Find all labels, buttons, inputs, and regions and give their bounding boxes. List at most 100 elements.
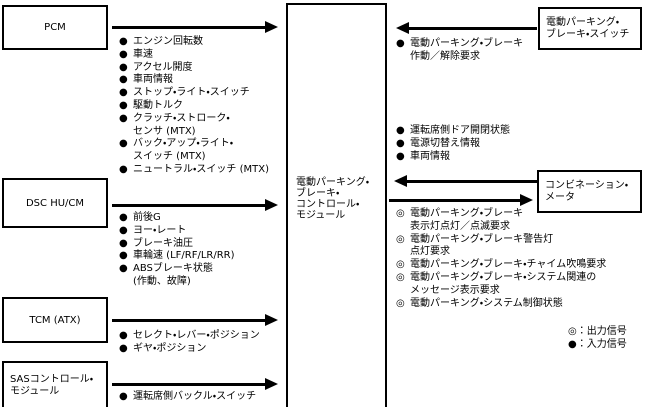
signal-item: ● 駆動トルク <box>119 100 269 113</box>
signal-legend: ◎：出力信号 ●：入力信号 <box>568 325 627 351</box>
signal-item: ●エンジン回転数 <box>119 36 269 49</box>
output-signal-bullet <box>396 221 410 234</box>
signal-item: ●運転席側バックル・スイッチ <box>119 391 256 404</box>
epb-control-module-label-line: ブレーキ・ <box>296 188 340 199</box>
signal-item: スイッチ (MTX) <box>119 151 269 164</box>
arrow-shaft <box>407 27 537 30</box>
signal-item: ◎ 電動パーキング・ブレーキ・チャイム吹鳴要求 <box>396 259 606 272</box>
signal-item: ● クラッチ・ストローク・ <box>119 113 269 126</box>
signal-text: 車両情報 <box>133 74 173 86</box>
signal-text: 車速 <box>133 48 153 60</box>
input-signal-bullet: ● <box>396 137 405 149</box>
signal-text: ニュートラル・スイッチ (MTX) <box>133 163 269 175</box>
arrow-pcm-to-epb-module <box>112 21 278 33</box>
input-signal-bullet: ● <box>119 212 128 223</box>
signal-text: 運転席側ドア開閉状態 <box>410 125 510 136</box>
signal-item: ●車速 <box>119 49 269 62</box>
signal-item: ●ストップ・ライト・スイッチ <box>119 87 269 100</box>
signal-text: 電動パーキング・ブレーキ・システム関連の <box>410 271 597 283</box>
arrow-epb-switch-to-epb-module <box>396 22 537 34</box>
input-signal-bullet: ● <box>119 112 128 124</box>
input-signal-bullet: ● <box>119 391 128 402</box>
input-signal-bullet: ● <box>119 342 128 354</box>
epb-switch-signal-list: ●電動パーキング・ブレーキ 作動／解除要求 <box>396 38 523 64</box>
combination-meter-label-line: メータ <box>545 191 575 203</box>
arrow-shaft <box>112 319 267 322</box>
signal-text: バック・アップ・ライト・ <box>133 138 234 150</box>
tcm-atx-label: TCM (ATX) <box>29 314 81 326</box>
epb-module-output-signal-list: ◎電動パーキング・ブレーキ 表示灯点灯／点滅要求 ◎ 電動パーキング・ブレーキ警告… <box>396 208 606 310</box>
combination-meter-input-signal-list: ● 運転席側ドア開閉状態 ● 電源切替え情報 ● 車両情報 <box>396 125 510 163</box>
signal-text: 駆動トルク <box>133 99 183 111</box>
dsc-hu-cm-box: DSC HU/CM <box>2 178 108 228</box>
output-signal-bullet: ◎ <box>396 208 405 219</box>
sas-control-module-label-line: モジュール <box>10 386 60 397</box>
output-signal-bullet: ◎ <box>396 297 405 309</box>
signal-text: (作動、故障) <box>133 275 191 287</box>
input-signal-bullet: ● <box>396 150 405 162</box>
epb-switch-box: 電動パーキング・ブレーキ・スイッチ <box>538 7 642 50</box>
tcm-input-signal-list: ●セレクト・レバー・ポジション ●ギヤ・ポジション <box>119 330 260 356</box>
arrow-shaft <box>405 180 537 183</box>
signal-text: 表示灯点灯／点滅要求 <box>410 220 510 232</box>
signal-item: ● 車両情報 <box>396 151 510 164</box>
arrow-dsc-to-epb-module <box>112 199 278 211</box>
signal-item: 点灯要求 <box>396 246 606 259</box>
signal-item: ● ヨー・レート <box>119 225 235 238</box>
pcm-label: PCM <box>44 22 66 33</box>
output-signal-bullet <box>396 246 410 259</box>
arrow-shaft <box>389 199 522 202</box>
signal-text: 車輪速 (LF/RF/LR/RR) <box>133 250 235 262</box>
signal-text: ギヤ・ポジション <box>133 342 207 354</box>
signal-item: ◎ 電動パーキング・ブレーキ警告灯 <box>396 234 606 247</box>
signal-text: ヨー・レート <box>133 224 187 236</box>
output-signal-bullet: ◎ <box>396 259 405 271</box>
signal-item: ●バック・アップ・ライト・ <box>119 138 269 151</box>
signal-text: 電源切替え情報 <box>410 137 480 149</box>
signal-text: 車両情報 <box>410 150 450 162</box>
input-signal-bullet: ● <box>119 224 128 236</box>
arrow-epb-module-to-combination-meter <box>389 194 533 206</box>
signal-text: 電動パーキング・ブレーキ・チャイム吹鳴要求 <box>410 259 607 271</box>
input-signal-bullet: ● <box>119 163 128 175</box>
input-signal-bullet <box>119 126 133 139</box>
epb-control-module-label: 電動パーキング・ブレーキ・コントロール・モジュール <box>296 177 369 221</box>
signal-item: ◎電動パーキング・システム制御状態 <box>396 298 606 311</box>
input-signal-bullet: ● <box>119 99 128 111</box>
signal-text: 点灯要求 <box>410 246 450 258</box>
signal-text: クラッチ・ストローク・ <box>133 112 230 124</box>
signal-text: ABSブレーキ状態 <box>133 263 213 275</box>
input-signal-bullet: ● <box>119 87 128 99</box>
output-signal-bullet: ◎ <box>396 271 405 283</box>
epb-switch-label-line: ブレーキ・スイッチ <box>546 28 630 40</box>
signal-text: 前後G <box>133 212 161 223</box>
signal-item: ●ABSブレーキ状態 <box>119 263 235 276</box>
signal-item: 作動／解除要求 <box>396 51 523 64</box>
signal-text: アクセル開度 <box>133 61 193 73</box>
signal-item: 表示灯点灯／点滅要求 <box>396 221 606 234</box>
dsc-input-signal-list: ●前後G ●ヨー・レート ●ブレーキ油圧 ●車輪速 (LF/RF/LR/RR) … <box>119 212 235 289</box>
combination-meter-label-line: コンビネーション・ <box>545 179 629 191</box>
signal-item: ◎電動パーキング・ブレーキ <box>396 208 606 221</box>
input-signal-bullet <box>119 276 133 289</box>
input-signal-bullet: ● <box>396 125 405 136</box>
legend-text: ：出力信号 <box>576 326 627 337</box>
arrow-sas-to-epb-module <box>112 378 278 390</box>
signal-item: ● 電源切替え情報 <box>396 138 510 151</box>
pcm-input-signal-list: ●エンジン回転数 ●車速 ●アクセル開度 ●車両情報 ●ストップ・ライト・スイッ… <box>119 36 269 177</box>
arrow-tcm-to-epb-module <box>112 314 278 326</box>
legend-text: ：入力信号 <box>576 339 627 350</box>
input-signal-bullet: ● <box>119 237 128 249</box>
combination-meter-box: コンビネーション・メータ <box>537 170 642 213</box>
signal-text: センサ (MTX) <box>133 125 196 137</box>
signal-item: ●電動パーキング・ブレーキ <box>396 38 523 51</box>
signal-item: ● ギヤ・ポジション <box>119 343 260 356</box>
signal-item: ● 運転席側ドア開閉状態 <box>396 125 510 138</box>
signal-item: ◎ 電動パーキング・ブレーキ・システム関連の <box>396 272 606 285</box>
signal-text: 電動パーキング・ブレーキ警告灯 <box>410 233 554 245</box>
signal-text: 電動パーキング・ブレーキ <box>410 38 524 49</box>
signal-item: ●ブレーキ油圧 <box>119 238 235 251</box>
output-signal-bullet: ◎ <box>396 233 405 245</box>
input-signal-bullet: ● <box>119 61 128 73</box>
